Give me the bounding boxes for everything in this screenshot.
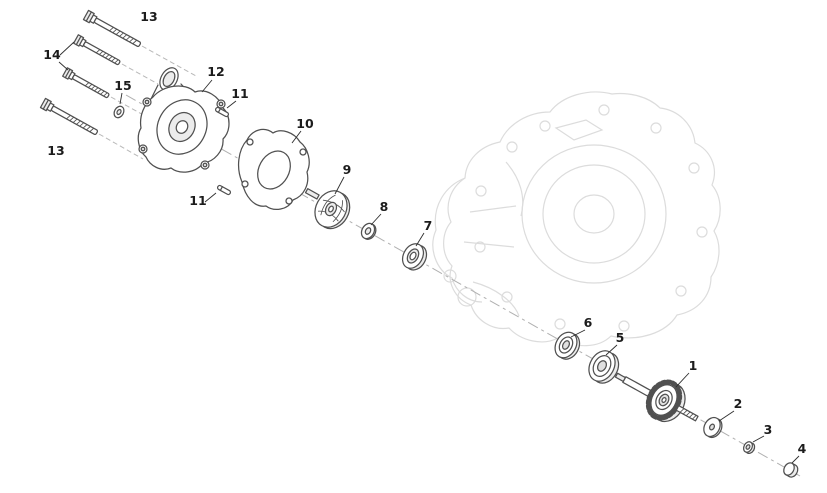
callout-11-lower: 11 <box>189 193 206 208</box>
part-bolt-14-a <box>73 34 123 68</box>
callout-10: 10 <box>296 116 314 131</box>
leader-14-a <box>59 41 75 56</box>
callout-7: 7 <box>424 218 433 233</box>
part-impeller-9 <box>304 188 351 230</box>
leader-14-b <box>58 61 69 71</box>
callout-4: 4 <box>798 441 807 456</box>
leader-5 <box>605 344 618 356</box>
leader-11-lower <box>204 192 217 203</box>
callout-15: 15 <box>114 78 131 93</box>
part-pump-shaft-gear-1 <box>614 372 699 423</box>
callout-6: 6 <box>584 315 593 330</box>
part-gasket-10 <box>237 128 310 210</box>
callout-13-bottom: 13 <box>47 143 64 158</box>
part-sealing-washer-15 <box>113 105 125 119</box>
part-washer-8 <box>360 222 377 240</box>
part-bolt-14-b <box>62 67 112 101</box>
leader-9 <box>334 176 345 195</box>
callout-leaders <box>58 41 800 464</box>
leader-15 <box>119 92 123 105</box>
bolt-axis-lines <box>98 45 197 160</box>
leader-4 <box>791 455 800 464</box>
main-centerline <box>125 94 801 477</box>
part-nut-3 <box>742 441 756 455</box>
leader-1 <box>675 372 690 388</box>
callout-11-upper: 11 <box>231 86 248 101</box>
leader-12 <box>201 79 213 93</box>
leader-8 <box>370 213 382 226</box>
part-oil-seal-7 <box>401 243 428 271</box>
callout-12: 12 <box>207 64 224 79</box>
part-dowel-pin-11-lower <box>216 184 232 196</box>
callout-labels: 13 14 13 15 12 11 10 11 9 8 7 6 5 1 2 3 … <box>43 9 806 456</box>
part-bearing-5 <box>588 350 620 384</box>
part-bolt-13-bottom <box>39 97 100 138</box>
part-pump-cover-12 <box>137 67 230 173</box>
callout-3: 3 <box>764 422 773 437</box>
leader-2 <box>718 410 735 422</box>
part-washer-2 <box>703 416 723 439</box>
callout-5: 5 <box>616 330 625 345</box>
engine-case-ghost <box>432 91 721 347</box>
leader-7 <box>415 232 425 247</box>
leader-6 <box>570 329 586 338</box>
callout-8: 8 <box>380 199 389 214</box>
leader-10 <box>291 130 302 144</box>
callout-2: 2 <box>734 396 743 411</box>
callout-1: 1 <box>689 358 698 373</box>
leader-11-upper <box>226 100 237 109</box>
part-bolt-13-top <box>82 9 143 50</box>
leader-3 <box>752 435 765 443</box>
callout-14: 14 <box>43 47 61 62</box>
part-cap-4 <box>783 462 799 478</box>
part-bearing-6 <box>554 331 581 360</box>
callout-13-top: 13 <box>140 9 157 24</box>
callout-9: 9 <box>343 162 352 177</box>
